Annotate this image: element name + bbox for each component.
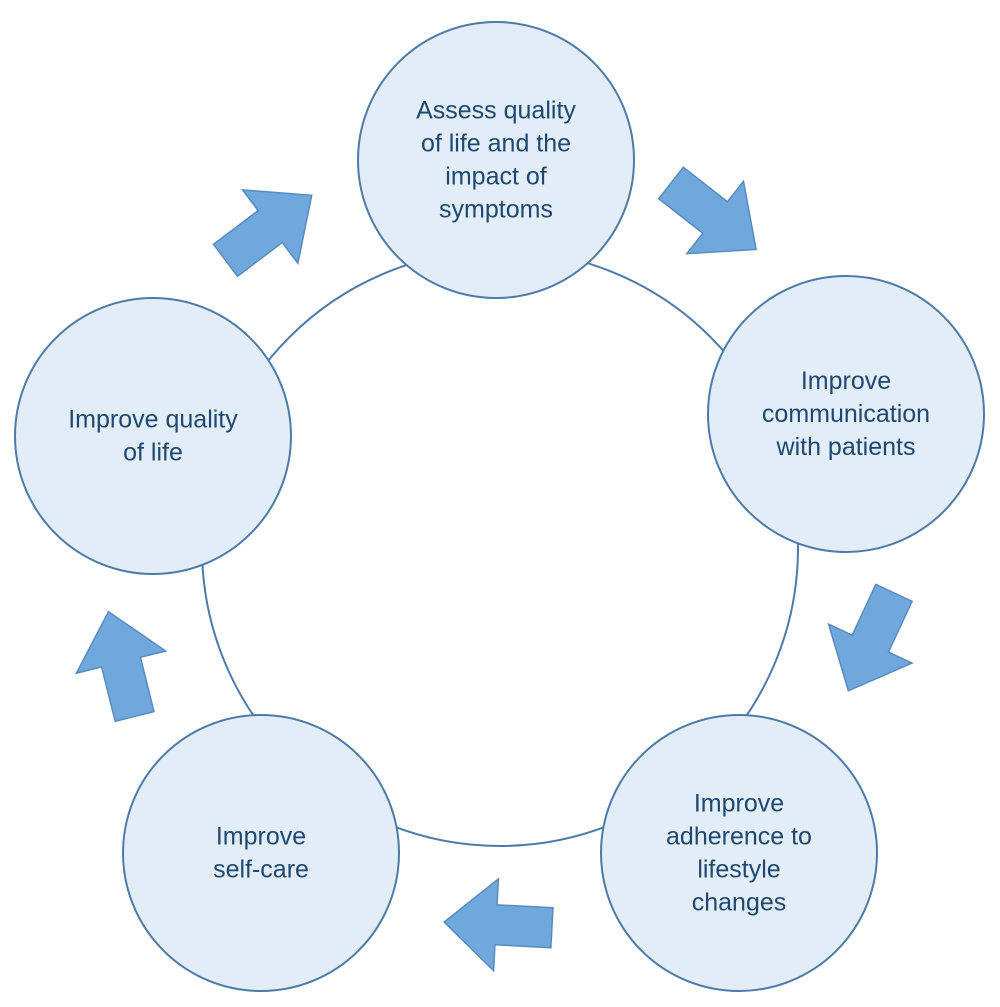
cycle-node-5: Improve quality of life	[14, 297, 292, 575]
arrow-icon-3-to-4	[442, 877, 554, 973]
cycle-node-2: Improve communication with patients	[707, 275, 985, 553]
node-label-line: of life	[123, 439, 183, 467]
node-label-line: with patients	[776, 433, 916, 461]
node-label-line: Improve	[801, 367, 891, 395]
node-label-line: Improve	[216, 823, 306, 851]
cycle-node-3: Improve adherence to lifestyle changes	[600, 714, 878, 992]
node-label-line: communication	[762, 400, 930, 428]
node-label-line: Improve quality	[68, 406, 238, 434]
arrow-icon-5-to-1	[212, 188, 313, 278]
node-label-line: Improve	[694, 790, 784, 818]
nodes-layer: Assess quality of life and the impact of sy…	[14, 21, 985, 992]
node-label-line: Assess quality	[416, 97, 576, 125]
arrow-icon-1-to-2	[657, 166, 758, 255]
node-label-line: lifestyle	[697, 856, 780, 884]
node-label-line: adherence to	[666, 823, 812, 851]
node-label-line: of life and the	[421, 130, 571, 158]
arrow-icon-2-to-3	[827, 583, 914, 692]
node-label-line: changes	[692, 889, 787, 917]
arrow-icon-4-to-5	[74, 610, 168, 723]
node-label-line: impact of	[445, 163, 546, 191]
cycle-node-4: Improve self-care	[122, 714, 400, 992]
node-label-line: symptoms	[439, 196, 553, 224]
node-circle	[707, 275, 985, 553]
node-circle	[357, 21, 635, 299]
cycle-node-1: Assess quality of life and the impact of sy…	[357, 21, 635, 299]
node-circle	[600, 714, 878, 992]
arrows-layer	[74, 166, 914, 973]
node-circle	[14, 297, 292, 575]
node-label-line: self-care	[213, 856, 309, 884]
node-circle	[122, 714, 400, 992]
